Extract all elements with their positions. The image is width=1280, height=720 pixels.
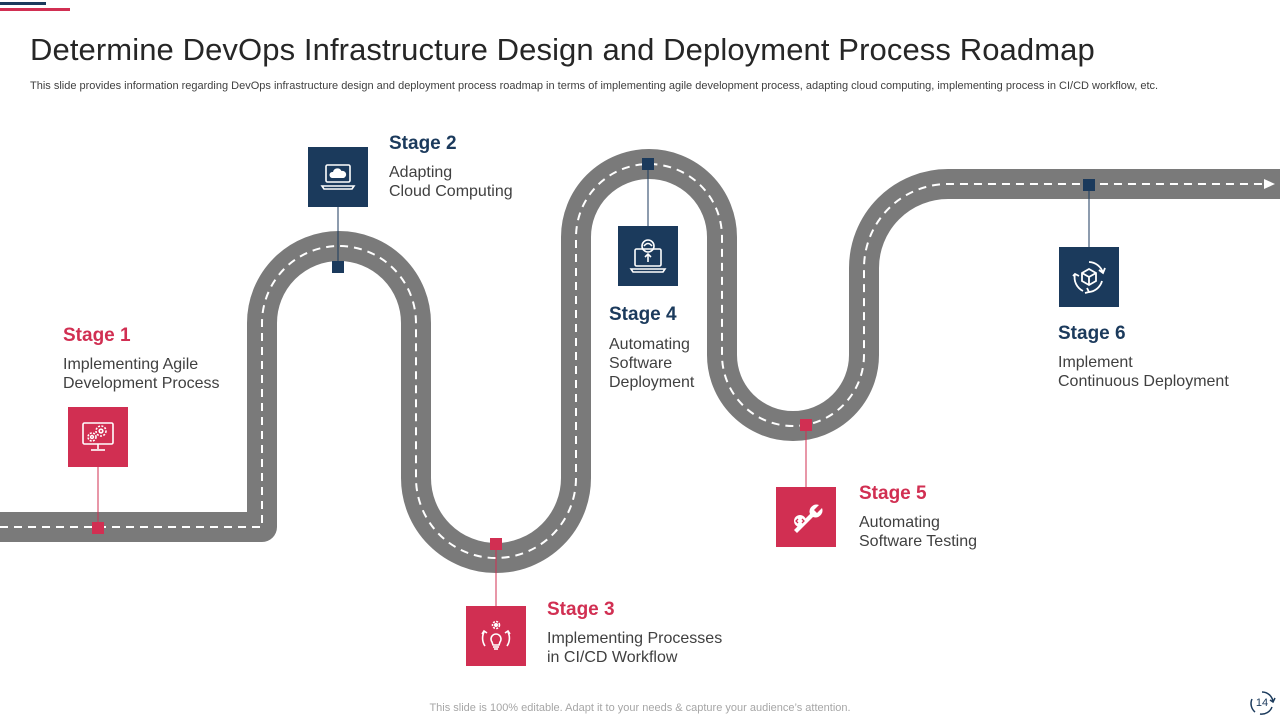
stage-1-icon-box xyxy=(68,407,128,467)
accent-bar-red xyxy=(0,8,70,11)
stage-2-icon-box xyxy=(308,147,368,207)
cloud-laptop-icon xyxy=(320,164,356,190)
stage-2-description: Adapting Cloud Computing xyxy=(389,163,513,201)
stage-2-title: Stage 2 xyxy=(389,133,457,154)
road-center-line xyxy=(0,163,1262,559)
gears-monitor-icon xyxy=(82,422,114,451)
stage-4-line-2: Software xyxy=(609,355,673,372)
stage-4-icon-box xyxy=(618,226,678,286)
wrench-code-icon xyxy=(794,504,823,533)
stage-4-line-1: Automating xyxy=(609,336,690,353)
page-number-badge: 14 xyxy=(1248,689,1276,717)
stage-1-line-1: Implementing Agile xyxy=(63,356,199,373)
stage-4-line-3: Deployment xyxy=(609,374,695,391)
stage-3-description: Implementing Processes in CI/CD Workflow xyxy=(547,629,722,667)
road-arrow-icon xyxy=(1264,179,1275,189)
footer-note: This slide is 100% editable. Adapt it to… xyxy=(429,702,851,714)
stage-1-line-2: Development Process xyxy=(63,375,220,392)
stage-4-title: Stage 4 xyxy=(609,304,677,325)
bulb-cycle-icon xyxy=(481,620,511,650)
upload-laptop-icon xyxy=(629,239,667,273)
stage-5-description: Automating Software Testing xyxy=(859,513,977,551)
stage-6-description: Implement Continuous Deployment xyxy=(1058,353,1229,391)
stage-2-line-1: Adapting xyxy=(389,164,453,181)
slide-description: This slide provides information regardin… xyxy=(30,80,1159,92)
stage-3-line-1: Implementing Processes xyxy=(547,630,723,647)
stage-4-description: Automating Software Deployment xyxy=(609,335,694,392)
stage-5-line-1: Automating xyxy=(859,514,940,531)
stage-2-line-2: Cloud Computing xyxy=(389,183,513,200)
accent-bar-navy xyxy=(0,2,46,5)
stage-6-title: Stage 6 xyxy=(1058,323,1126,344)
stage-3-title: Stage 3 xyxy=(547,599,615,620)
cube-cycle-icon xyxy=(1072,261,1106,294)
stage-4-marker xyxy=(642,158,654,170)
stage-2-marker xyxy=(332,261,344,273)
stage-6-marker xyxy=(1083,179,1095,191)
page-number: 14 xyxy=(1255,697,1269,709)
stage-3-line-2: in CI/CD Workflow xyxy=(547,649,678,666)
cycle-icon xyxy=(1250,691,1276,715)
stage-1-description: Implementing Agile Development Process xyxy=(63,355,220,393)
stage-6-line-2: Continuous Deployment xyxy=(1058,373,1229,390)
stage-5-line-2: Software Testing xyxy=(859,533,977,550)
stage-5-marker xyxy=(800,419,812,431)
slide-title: Determine DevOps Infrastructure Design a… xyxy=(30,32,1095,67)
stage-5-icon-box xyxy=(776,487,836,547)
stage-1-title: Stage 1 xyxy=(63,325,131,346)
stage-1-marker xyxy=(92,522,104,534)
stage-6-line-1: Implement xyxy=(1058,354,1133,371)
stage-3-icon-box xyxy=(466,606,526,666)
stage-6-icon-box xyxy=(1059,247,1119,307)
stage-3-marker xyxy=(490,538,502,550)
stage-5-title: Stage 5 xyxy=(859,483,927,504)
